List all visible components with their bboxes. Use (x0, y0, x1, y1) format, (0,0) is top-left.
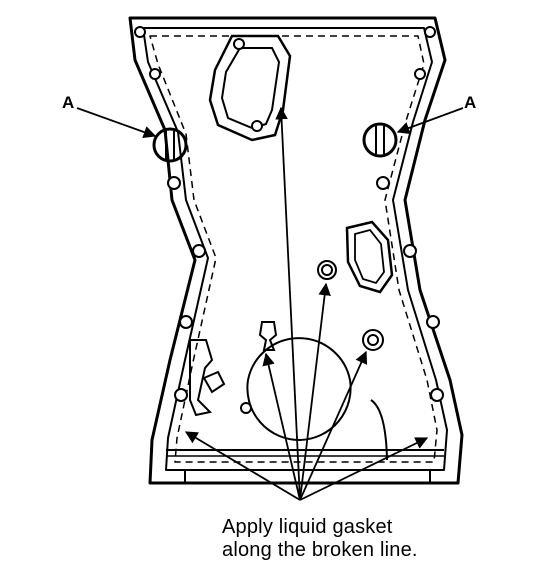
callout-a-right-label: A (464, 93, 477, 112)
callout-a-right-arrow (396, 107, 464, 134)
bolt-holes (134, 26, 444, 414)
caption-line-1: Apply liquid gasket (222, 516, 393, 538)
left-passage (189, 339, 226, 417)
case-inner-flange (142, 27, 448, 471)
keyhole-dowel (258, 321, 278, 351)
liquid-gasket-broken-line (149, 35, 438, 463)
gasket-instruction-caption: Apply liquid gasket along the broken lin… (222, 516, 418, 562)
upper-port (208, 34, 292, 142)
case-outer-outline (128, 16, 464, 485)
right-lower-rib (370, 399, 388, 461)
caption-line-2: along the broken line. (222, 539, 418, 561)
callout-a-left-label: A (62, 93, 75, 112)
small-o-rings (317, 260, 384, 351)
callout-a-left-circle (152, 127, 188, 163)
caption-leader-arrows (184, 106, 429, 501)
callout-a-left-arrow (76, 107, 157, 139)
right-port (345, 220, 394, 294)
callout-a-right-circle (362, 122, 398, 158)
crank-seal-circle (246, 337, 352, 442)
